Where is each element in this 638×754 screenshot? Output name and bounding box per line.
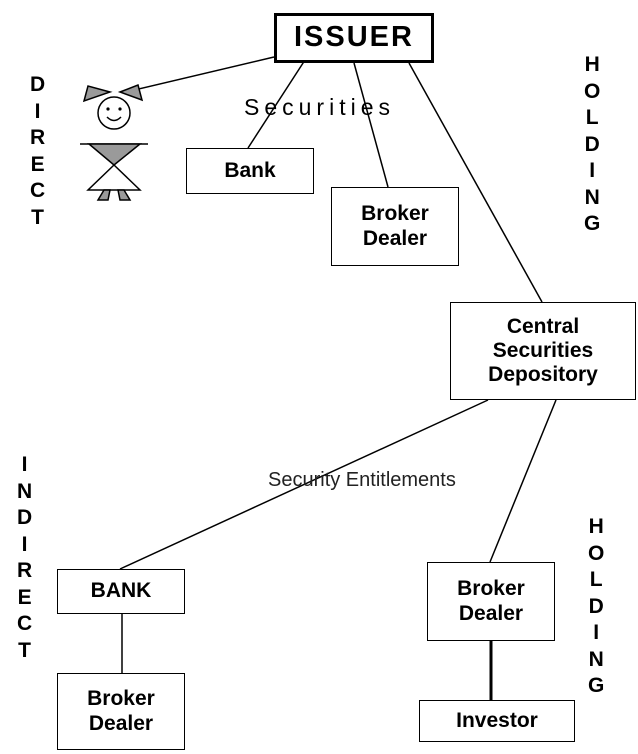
letter: C bbox=[30, 179, 46, 202]
letter: L bbox=[585, 106, 599, 129]
letter: E bbox=[17, 585, 32, 609]
letter: I bbox=[589, 159, 596, 182]
letter: I bbox=[34, 99, 41, 123]
broker-dealer-indirect-right-label: Broker Dealer bbox=[457, 577, 525, 625]
investor-node: Investor bbox=[419, 700, 575, 742]
broker-dealer-indirect-left-node: Broker Dealer bbox=[57, 673, 185, 750]
edge-issuer-bank bbox=[247, 59, 306, 149]
central-securities-depository-node: Central Securities Depository bbox=[450, 302, 636, 400]
bank-indirect-label: BANK bbox=[90, 579, 152, 603]
holding-bottom-vertical-label: H O L D I N G bbox=[588, 514, 604, 700]
letter: O bbox=[584, 79, 601, 103]
issuer-node: ISSUER bbox=[274, 13, 434, 63]
edge-issuer-figure bbox=[125, 56, 275, 93]
edge-csd-bank bbox=[119, 399, 489, 570]
letter: N bbox=[17, 479, 33, 503]
letter: H bbox=[584, 53, 600, 76]
letter: I bbox=[21, 532, 28, 556]
issuer-label: ISSUER bbox=[294, 21, 414, 54]
edge-issuer-broker-dealer bbox=[353, 62, 389, 188]
letter: T bbox=[18, 638, 31, 662]
broker-dealer-direct-node: Broker Dealer bbox=[331, 187, 459, 266]
bank-indirect-node: BANK bbox=[57, 569, 185, 614]
indirect-vertical-label: I N D I R E C T bbox=[17, 452, 32, 664]
letter: D bbox=[588, 594, 604, 618]
direct-vertical-label: D I R E C T bbox=[30, 72, 45, 231]
girl-investor-figure-icon bbox=[80, 83, 148, 201]
broker-dealer-indirect-right-node: Broker Dealer bbox=[427, 562, 555, 641]
letter: I bbox=[593, 621, 600, 644]
holding-top-vertical-label: H O L D I N G bbox=[584, 52, 600, 238]
letter: R bbox=[30, 126, 46, 149]
letter: I bbox=[21, 453, 28, 476]
edge-issuer-csd bbox=[408, 62, 543, 303]
letter: G bbox=[588, 674, 605, 697]
letter: G bbox=[584, 212, 601, 235]
broker-dealer-indirect-left-label: Broker Dealer bbox=[87, 687, 155, 735]
letter: D bbox=[17, 506, 33, 529]
broker-dealer-direct-label: Broker Dealer bbox=[361, 202, 429, 250]
bank-direct-label: Bank bbox=[224, 158, 276, 182]
letter: R bbox=[17, 559, 33, 582]
investor-label: Investor bbox=[456, 708, 538, 732]
letter: T bbox=[31, 205, 44, 229]
edge-csd-broker-dealer bbox=[489, 399, 557, 563]
security-entitlements-edge-label: Security Entitlements bbox=[268, 469, 456, 491]
bank-direct-node: Bank bbox=[186, 148, 314, 194]
securities-edge-label: Securities bbox=[244, 94, 395, 120]
letter: N bbox=[588, 647, 604, 671]
letter: D bbox=[30, 73, 46, 96]
letter: N bbox=[584, 185, 600, 209]
letter: L bbox=[589, 568, 603, 591]
letter: C bbox=[17, 612, 33, 635]
letter: H bbox=[588, 515, 604, 538]
letter: O bbox=[588, 541, 605, 565]
letter: D bbox=[584, 132, 600, 156]
csd-label: Central Securities Depository bbox=[488, 314, 598, 387]
letter: E bbox=[30, 152, 45, 176]
